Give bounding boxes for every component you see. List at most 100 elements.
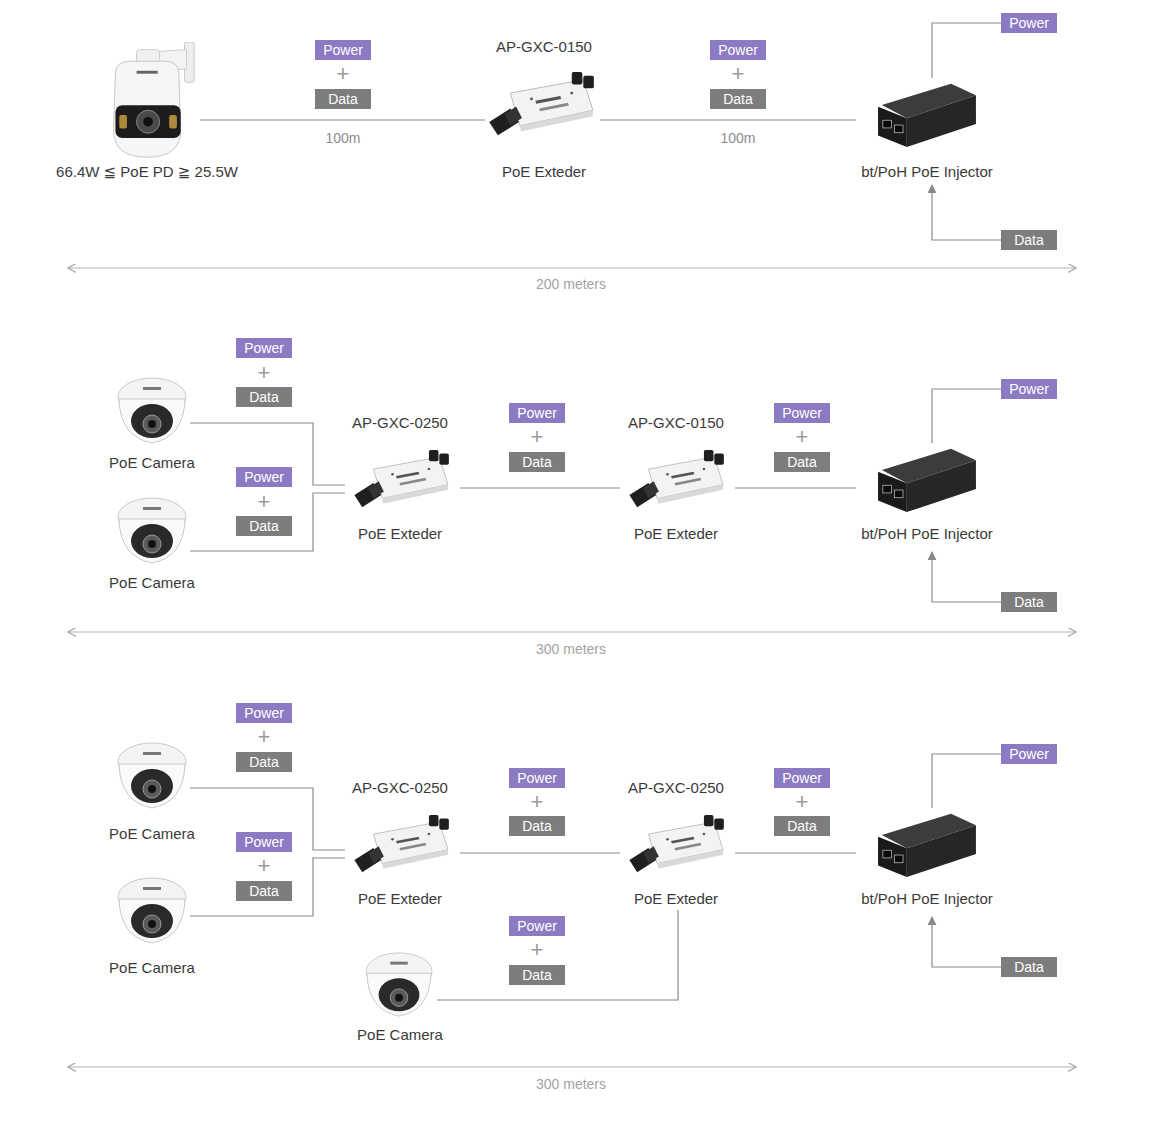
power-tag: Power <box>236 832 292 852</box>
power-tag: Power <box>236 338 292 358</box>
poe-camera: PoE Camera <box>115 375 190 447</box>
device-caption: PoE Exteder <box>634 890 718 908</box>
cable-line <box>932 754 1001 808</box>
power-tag: Power <box>315 40 371 60</box>
data-tag: Data <box>1001 230 1057 250</box>
tag-text: Data <box>249 752 279 772</box>
total-distance: 300 meters <box>536 641 606 657</box>
poe-camera: PoE Camera <box>362 950 437 1020</box>
cable-line <box>437 910 678 1000</box>
tag-text: Data <box>1014 230 1044 250</box>
tag-text: Power <box>1009 13 1049 33</box>
extender-icon <box>629 450 723 507</box>
device-caption: bt/PoH PoE Injector <box>861 890 993 908</box>
power-tag: Power <box>509 403 565 423</box>
tag-text: Data <box>328 89 358 109</box>
tag-text: Data <box>522 452 552 472</box>
poe-extender: AP-GXC-0150PoE Exteder <box>620 450 735 515</box>
device-caption: PoE Exteder <box>634 525 718 543</box>
cable-line <box>735 852 856 853</box>
cable-line <box>460 487 620 488</box>
plus-sign: + <box>796 426 809 448</box>
tag-text: Data <box>1014 957 1044 977</box>
data-tag: Data <box>1001 592 1057 612</box>
tag-text: Power <box>1009 379 1049 399</box>
poe-camera: PoE Camera <box>115 875 190 947</box>
model-name: AP-GXC-0150 <box>496 38 592 56</box>
data-tag: Data <box>774 816 830 836</box>
data-tag: Data <box>236 752 292 772</box>
plus-sign: + <box>531 426 544 448</box>
dimension-line <box>68 267 1076 268</box>
poe-extender: AP-GXC-0250PoE Exteder <box>345 815 460 880</box>
device-illustrations <box>114 42 976 1016</box>
tag-text: Power <box>323 40 363 60</box>
data-tag: Data <box>236 387 292 407</box>
dome-camera-icon <box>118 378 186 443</box>
extender-icon <box>629 815 723 872</box>
poe-extender: AP-GXC-0250PoE Exteder <box>345 450 460 515</box>
plus-sign: + <box>531 791 544 813</box>
tag-text: Power <box>244 703 284 723</box>
model-name: AP-GXC-0250 <box>352 779 448 797</box>
total-distance: 300 meters <box>536 1076 606 1092</box>
power-tag: Power <box>509 916 565 936</box>
device-caption: PoE Exteder <box>358 525 442 543</box>
ptz-camera-icon <box>114 42 195 157</box>
power-tag: Power <box>509 768 565 788</box>
plus-sign: + <box>732 63 745 85</box>
model-name: AP-GXC-0250 <box>628 779 724 797</box>
tag-text: Power <box>517 916 557 936</box>
device-caption: PoE Exteder <box>502 163 586 181</box>
plus-sign: + <box>531 939 544 961</box>
dome-camera-icon <box>366 953 432 1016</box>
tag-text: Data <box>787 452 817 472</box>
device-caption: 66.4W ≦ PoE PD ≧ 25.5W <box>56 163 238 181</box>
dimension-lines <box>68 268 1076 1067</box>
tag-text: Power <box>517 768 557 788</box>
cable-line <box>600 119 856 120</box>
power-tag: Power <box>1001 13 1057 33</box>
plus-sign: + <box>258 726 271 748</box>
device-caption: PoE Camera <box>109 574 195 592</box>
plus-sign: + <box>337 63 350 85</box>
power-tag: Power <box>774 403 830 423</box>
cable-line <box>932 917 1001 967</box>
poe-extender: AP-GXC-0150PoE Exteder <box>485 72 600 144</box>
tag-text: Data <box>522 965 552 985</box>
poe-injector: bt/PoH PoE Injector <box>856 443 998 552</box>
poe-camera: PoE Camera <box>115 495 190 567</box>
dome-camera-icon <box>118 743 186 808</box>
power-tag: Power <box>774 768 830 788</box>
device-caption: PoE Exteder <box>358 890 442 908</box>
tag-text: Data <box>249 387 279 407</box>
data-tag: Data <box>509 965 565 985</box>
data-tag: Data <box>710 89 766 109</box>
injector-icon <box>878 84 976 147</box>
data-tag: Data <box>509 816 565 836</box>
ptz-camera: 66.4W ≦ PoE PD ≧ 25.5W <box>100 42 200 162</box>
tag-text: Power <box>244 832 284 852</box>
data-tag: Data <box>315 89 371 109</box>
tag-text: Data <box>723 89 753 109</box>
device-caption: bt/PoH PoE Injector <box>861 163 993 181</box>
data-tag: Data <box>509 452 565 472</box>
cable-line <box>735 487 856 488</box>
tag-text: Power <box>718 40 758 60</box>
cable-line <box>932 23 1001 78</box>
plus-sign: + <box>258 491 271 513</box>
power-tag: Power <box>236 703 292 723</box>
injector-icon <box>878 449 976 512</box>
plus-sign: + <box>796 791 809 813</box>
total-distance: 200 meters <box>536 276 606 292</box>
cable-line <box>932 389 1001 443</box>
device-caption: PoE Camera <box>109 454 195 472</box>
poe-camera: PoE Camera <box>115 740 190 812</box>
power-tag: Power <box>710 40 766 60</box>
dimension-line <box>68 1066 1076 1067</box>
tag-text: Data <box>249 881 279 901</box>
dome-camera-icon <box>118 498 186 563</box>
cable-line <box>932 185 1001 240</box>
plus-sign: + <box>258 362 271 384</box>
data-tag: Data <box>1001 957 1057 977</box>
